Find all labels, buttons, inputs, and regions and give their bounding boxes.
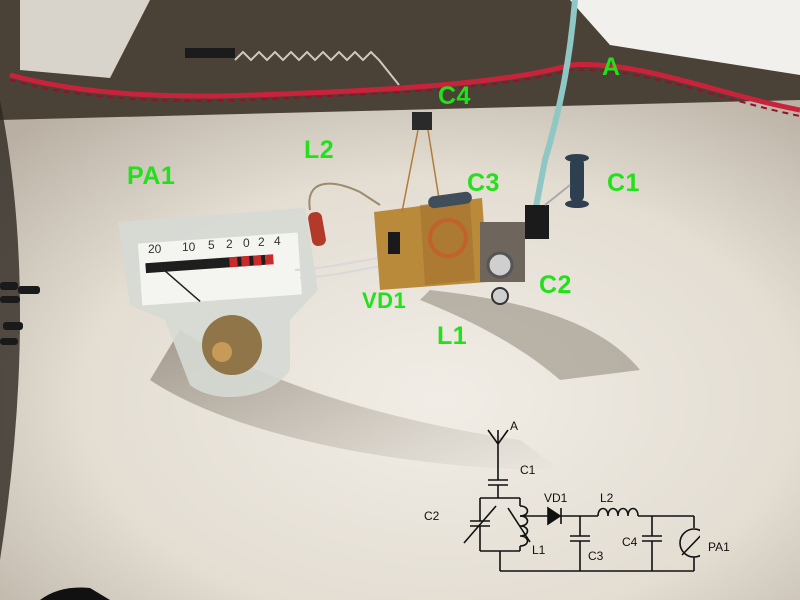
header-pins — [185, 48, 235, 58]
meter-scale-0: 20 — [148, 242, 162, 256]
meter-scale-6: 4 — [274, 234, 281, 248]
schematic-l2 — [597, 507, 639, 517]
c1-capacitor-body — [525, 205, 549, 239]
c4-capacitor — [412, 112, 432, 130]
schematic-label-c4: C4 — [622, 535, 638, 549]
box-top-right — [570, 0, 800, 75]
label-c3: C3 — [467, 169, 500, 197]
schematic-label-a: A — [510, 419, 518, 433]
meter-scale-5: 2 — [258, 235, 265, 249]
c1-capacitor — [570, 158, 584, 202]
spring-wire — [234, 50, 400, 86]
vignette-bottom-left — [40, 587, 110, 600]
vd1-diode — [388, 232, 400, 254]
schematic-label-c3: C3 — [588, 549, 604, 563]
c3-capacitor — [428, 191, 472, 209]
c2-knob — [486, 251, 514, 279]
schematic-vd1 — [547, 506, 562, 526]
schematic-label-c2: C2 — [424, 509, 440, 523]
schematic-label-pa1: PA1 — [708, 540, 730, 554]
label-a: A — [602, 53, 621, 81]
l2-lead — [308, 182, 381, 211]
schematic-label-vd1: VD1 — [544, 491, 568, 505]
schematic-label-c1: C1 — [520, 463, 536, 477]
circuit-schematic: A C1 VD1 L2 C2 L1 C3 C4 — [424, 419, 700, 572]
meter-wires — [294, 257, 383, 279]
red-wire-strand — [9, 68, 800, 117]
screws — [0, 282, 40, 345]
label-l2: L2 — [304, 136, 335, 164]
schematic-antenna — [487, 429, 509, 458]
paper-sheet-top — [20, 0, 150, 78]
red-wire — [9, 62, 800, 113]
l2-inductor — [308, 211, 326, 247]
schematic-label-l2: L2 — [600, 491, 614, 505]
meter-scale-3: 2 — [226, 237, 233, 251]
c4-leads — [401, 129, 441, 213]
board-pads — [420, 200, 475, 285]
meter-scale-1: 10 — [182, 240, 196, 254]
label-pa1: PA1 — [127, 162, 176, 190]
meter-pa1 — [118, 208, 318, 397]
label-vd1: VD1 — [362, 288, 407, 313]
schematic-label-l1: L1 — [532, 543, 546, 557]
meter-shadow — [150, 330, 560, 470]
l1-coil — [428, 218, 468, 258]
label-l1: L1 — [437, 322, 468, 350]
board-shadow — [420, 290, 640, 380]
meter-scale-4: 0 — [243, 236, 250, 250]
schematic-l1 — [519, 505, 529, 547]
antenna-wire — [532, 0, 578, 213]
meter-scale: 20 10 5 2 0 2 4 — [148, 234, 281, 256]
meter-scale-2: 5 — [208, 238, 215, 252]
label-c2: C2 — [539, 271, 572, 299]
schematic-pa1 — [679, 528, 700, 558]
label-c1: C1 — [607, 169, 640, 197]
label-c4: C4 — [438, 82, 471, 110]
